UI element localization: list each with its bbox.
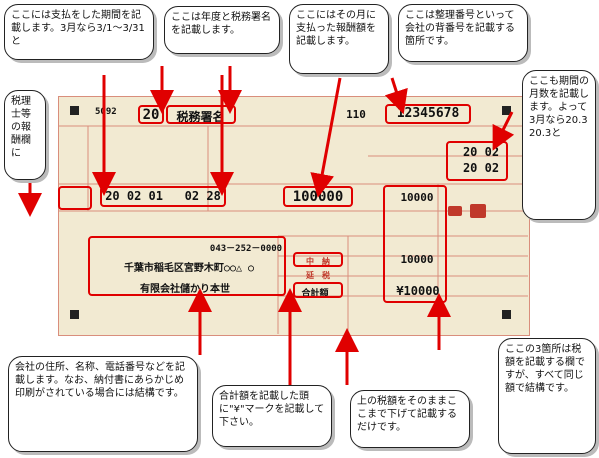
note-fee-text: ここにはその月に支払った報酬額を記載します。 bbox=[296, 10, 376, 47]
reference-number: 12345678 bbox=[396, 106, 460, 121]
label-kei: 延 税 bbox=[306, 271, 330, 280]
note-right-period: ここも期間の月数を記載します。よって3月なら20.3 20.3と bbox=[522, 70, 596, 220]
note-tax-copy-text: 上の税額をそのままここまで下げて記載するだけです。 bbox=[357, 396, 457, 433]
code-prefix: 5092 bbox=[95, 107, 117, 117]
period-right-1: 20 02 bbox=[462, 145, 500, 159]
tax-office-value: 税務署名 bbox=[176, 110, 225, 124]
note-right-period-text: ここも期間の月数を記載します。よって3月なら20.3 20.3と bbox=[529, 76, 589, 139]
note-total-text: 合計額を記載した頭に"¥"マークを記載して下さい。 bbox=[219, 391, 325, 428]
label-naka: 中 納 bbox=[306, 257, 330, 266]
note-fee: ここにはその月に支払った報酬額を記載します。 bbox=[289, 4, 389, 74]
note-reference: ここは整理番号といって会社の背番号を記載する箇所です。 bbox=[398, 4, 528, 62]
right-period-highlight bbox=[446, 141, 508, 181]
period-highlight bbox=[100, 186, 226, 207]
note-total: 合計額を記載した頭に"¥"マークを記載して下さい。 bbox=[212, 385, 332, 447]
note-tax-copy: 上の税額をそのままここまで下げて記載するだけです。 bbox=[350, 390, 470, 448]
company-address: 千葉市稲毛区宮野木町○○△ ○ bbox=[123, 263, 255, 274]
note-three-places-text: ここの3箇所は税額を記載する欄ですが、すべて同じ額で結構です。 bbox=[505, 344, 585, 394]
naka-highlight bbox=[293, 252, 343, 267]
office-number: 110 bbox=[346, 108, 366, 121]
label-total: 合計額 bbox=[301, 289, 329, 299]
row-amount-2: 10000 bbox=[400, 253, 434, 266]
note-tax-accountant: 税理士等の報酬欄に bbox=[4, 90, 46, 180]
note-period-text: ここには支払をした期間を記載します。3月なら3/1〜3/31と bbox=[11, 10, 145, 47]
note-year-office: ここは年度と税務署名を記載します。 bbox=[164, 6, 280, 54]
note-period: ここには支払をした期間を記載します。3月なら3/1〜3/31と bbox=[4, 4, 154, 60]
note-address: 会社の住所、名称、電話番号などを記載します。なお、納付書にあらかじめ印刷がされて… bbox=[8, 356, 198, 452]
address-highlight bbox=[88, 236, 286, 296]
note-reference-text: ここは整理番号といって会社の背番号を記載する箇所です。 bbox=[405, 10, 515, 47]
form-grid-lines bbox=[58, 106, 528, 334]
tax-rows-highlight bbox=[383, 185, 447, 303]
note-three-places: ここの3箇所は税額を記載する欄ですが、すべて同じ額で結構です。 bbox=[498, 338, 596, 454]
note-year-office-text: ここは年度と税務署名を記載します。 bbox=[171, 12, 271, 36]
tax-office-highlight bbox=[166, 105, 236, 124]
company-name: 有限会社儲かり本世 bbox=[140, 284, 230, 295]
row-amount-1: 10000 bbox=[400, 191, 434, 204]
tax-accountant-highlight bbox=[58, 186, 92, 210]
note-tax-accountant-text: 税理士等の報酬欄に bbox=[11, 96, 31, 159]
phone-number: 043－252－0000 bbox=[209, 244, 283, 254]
note-address-text: 会社の住所、名称、電話番号などを記載します。なお、納付書にあらかじめ印刷がされて… bbox=[15, 362, 185, 399]
period-right-2: 20 02 bbox=[462, 161, 500, 175]
